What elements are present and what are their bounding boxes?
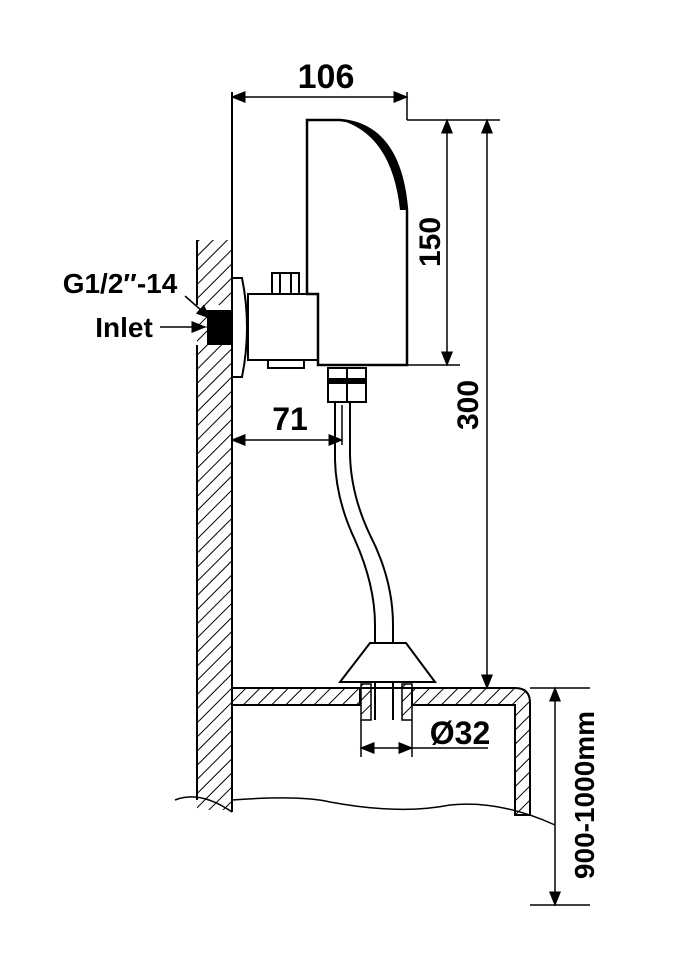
pipe-nut — [327, 367, 367, 403]
wall — [174, 92, 233, 813]
total-height-dimension: 300 — [452, 380, 485, 430]
urinal-body — [231, 683, 556, 826]
inlet-thread-label: G1/2″-14 — [63, 268, 178, 299]
mount-height-dimension: 900-1000mm — [569, 711, 600, 879]
wall-flange — [231, 277, 248, 378]
inlet-label: Inlet — [95, 312, 153, 343]
width-dimension: 106 — [298, 58, 355, 96]
outlet-diameter-dimension: Ø32 — [430, 715, 490, 751]
flush-pipe — [334, 402, 394, 720]
unit-height-dimension: 150 — [414, 217, 447, 267]
wall-offset-dimension: 71 — [272, 401, 308, 437]
pipe-cone — [337, 642, 437, 683]
valve-body — [247, 272, 319, 369]
